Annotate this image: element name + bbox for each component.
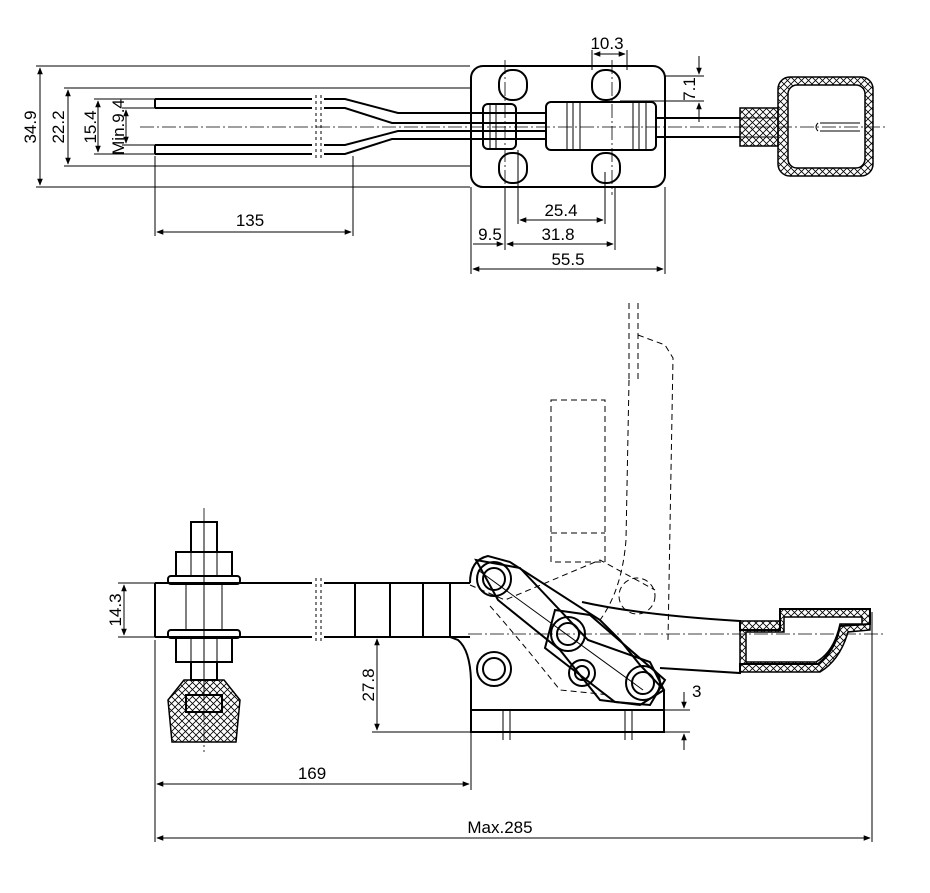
clamp-body — [449, 554, 665, 733]
dim-bar-height: 27.8 — [355, 636, 471, 733]
dim-hole-spacing-outer-label: 31.8 — [541, 225, 574, 244]
dim-base-length: 55.5 — [470, 187, 666, 274]
dim-bar-thickness-label: 14.3 — [106, 593, 125, 626]
top-fork-arms — [154, 98, 545, 155]
dim-overall-length: Max.285 — [156, 612, 873, 842]
dim-arm-length-label: 135 — [236, 211, 264, 230]
dim-arm-width: 22.2 — [49, 87, 470, 167]
dim-hole-spacing-top-label: 10.3 — [590, 34, 623, 53]
top-view: 34.9 22.2 15.4 Min.9.4 135 — [21, 34, 885, 274]
top-grip-inner — [787, 84, 866, 169]
dim-hole-spacing-outer: 31.8 — [506, 187, 616, 250]
dim-hole-spacing-inner: 25.4 — [517, 150, 606, 224]
dim-arm-slot: 15.4 — [81, 98, 155, 155]
dim-arm-length: 135 — [154, 156, 354, 236]
pivot-pins — [476, 561, 661, 701]
dim-min-gap-label: Min.9.4 — [109, 99, 128, 155]
top-link-bracket-left — [482, 103, 517, 150]
dim-hole-spacing-top: 10.3 — [590, 34, 628, 70]
dim-hole-edge-label: 9.5 — [478, 225, 502, 244]
dim-reach: 169 — [154, 640, 472, 842]
dim-min-gap: Min.9.4 — [109, 99, 155, 155]
dim-hole-spacing-inner-label: 25.4 — [544, 201, 577, 220]
dim-arm-slot-label: 15.4 — [81, 110, 100, 143]
dim-base-thickness: 3 — [664, 682, 701, 750]
dim-base-thickness-label: 3 — [692, 682, 701, 701]
side-view: 14.3 27.8 3 169 Max.285 — [106, 303, 885, 842]
phantom-raised-handle — [469, 303, 674, 696]
dim-overall-height: 34.9 — [21, 65, 470, 188]
top-handle-rod — [656, 117, 740, 138]
mounting-holes — [498, 69, 621, 184]
dim-bar-thickness: 14.3 — [106, 582, 170, 638]
dim-reach-label: 169 — [298, 764, 326, 783]
dim-hole-offset-label: 7.1 — [680, 77, 699, 101]
dim-base-length-label: 55.5 — [551, 250, 584, 269]
dim-arm-width-label: 22.2 — [49, 110, 68, 143]
dim-hole-edge: 9.5 — [473, 187, 506, 250]
dim-hole-offset: 7.1 — [620, 56, 704, 122]
dim-overall-length-label: Max.285 — [467, 818, 532, 837]
clamp-bar — [154, 578, 470, 642]
top-link-bracket-right — [545, 101, 657, 151]
dim-bar-height-label: 27.8 — [359, 668, 378, 701]
dim-overall-height-label: 34.9 — [21, 110, 40, 143]
top-base-plate — [470, 65, 666, 188]
